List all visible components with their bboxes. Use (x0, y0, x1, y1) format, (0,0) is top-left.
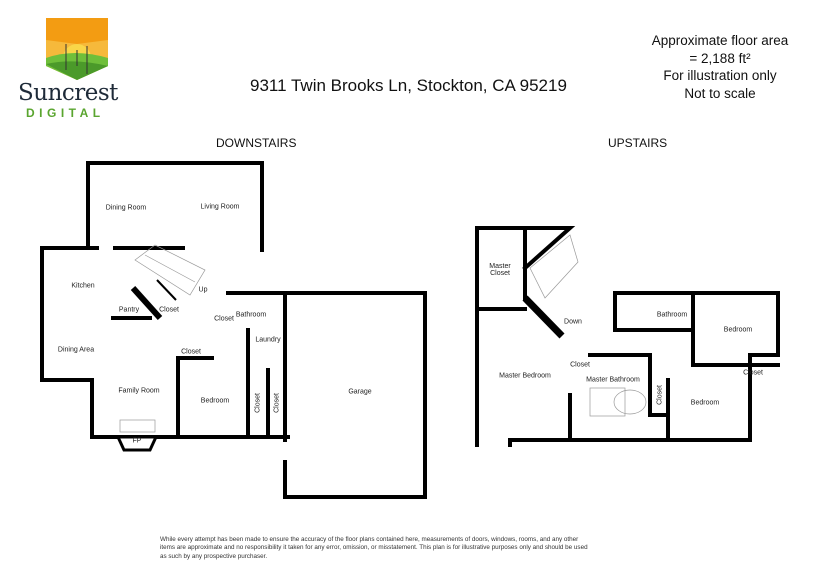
area-line: = 2,188 ft² (689, 50, 751, 66)
room-label: Bathroom (656, 311, 688, 319)
room-label: Closet (181, 348, 201, 356)
brand-name: Suncrest (18, 80, 118, 106)
room-label: Pantry (118, 306, 140, 314)
room-label: Closet (159, 306, 179, 314)
fireplace-icon (115, 435, 159, 452)
room-label: Dining Room (105, 204, 147, 212)
room-label: Closet (254, 393, 262, 413)
room-label: Bathroom (235, 311, 267, 319)
area-line: Approximate floor area (651, 33, 789, 48)
downstairs-walls (40, 161, 427, 499)
area-note: Approximate floor area = 2,188 ft² For i… (645, 32, 795, 102)
room-label: FP (132, 437, 142, 445)
room-label: Closet (656, 385, 664, 405)
room-label: Garage (348, 388, 372, 396)
room-label: Down (564, 318, 582, 326)
room-label: Bedroom (690, 399, 720, 407)
room-label: Master Bedroom (499, 372, 551, 380)
room-label: Closet (743, 369, 763, 377)
room-label: Closet (570, 361, 590, 369)
downstairs-heading: DOWNSTAIRS (216, 136, 297, 150)
room-label: Dining Area (57, 346, 95, 354)
upstairs-walls (475, 226, 780, 447)
room-label: Kitchen (71, 282, 95, 290)
brand-sub: DIGITAL (26, 106, 105, 120)
upstairs-heading: UPSTAIRS (608, 136, 668, 150)
property-address: 9311 Twin Brooks Ln, Stockton, CA 95219 (250, 76, 567, 95)
room-label: Bedroom (200, 397, 230, 405)
room-label: Closet (214, 315, 234, 323)
room-label: Laundry (255, 336, 281, 344)
suncrest-logo-icon (46, 18, 108, 80)
room-label: Closet (273, 393, 281, 413)
disclaimer: While every attempt has been made to ens… (160, 536, 588, 560)
room-label: Living Room (200, 203, 240, 211)
area-line: Not to scale (684, 85, 756, 101)
room-label: Master Bathroom (586, 376, 640, 384)
room-label: Master Closet (489, 263, 511, 277)
area-line: For illustration only (663, 68, 777, 83)
room-label: Bedroom (723, 326, 753, 334)
room-label: Family Room (118, 387, 160, 395)
room-label: Up (198, 286, 208, 294)
